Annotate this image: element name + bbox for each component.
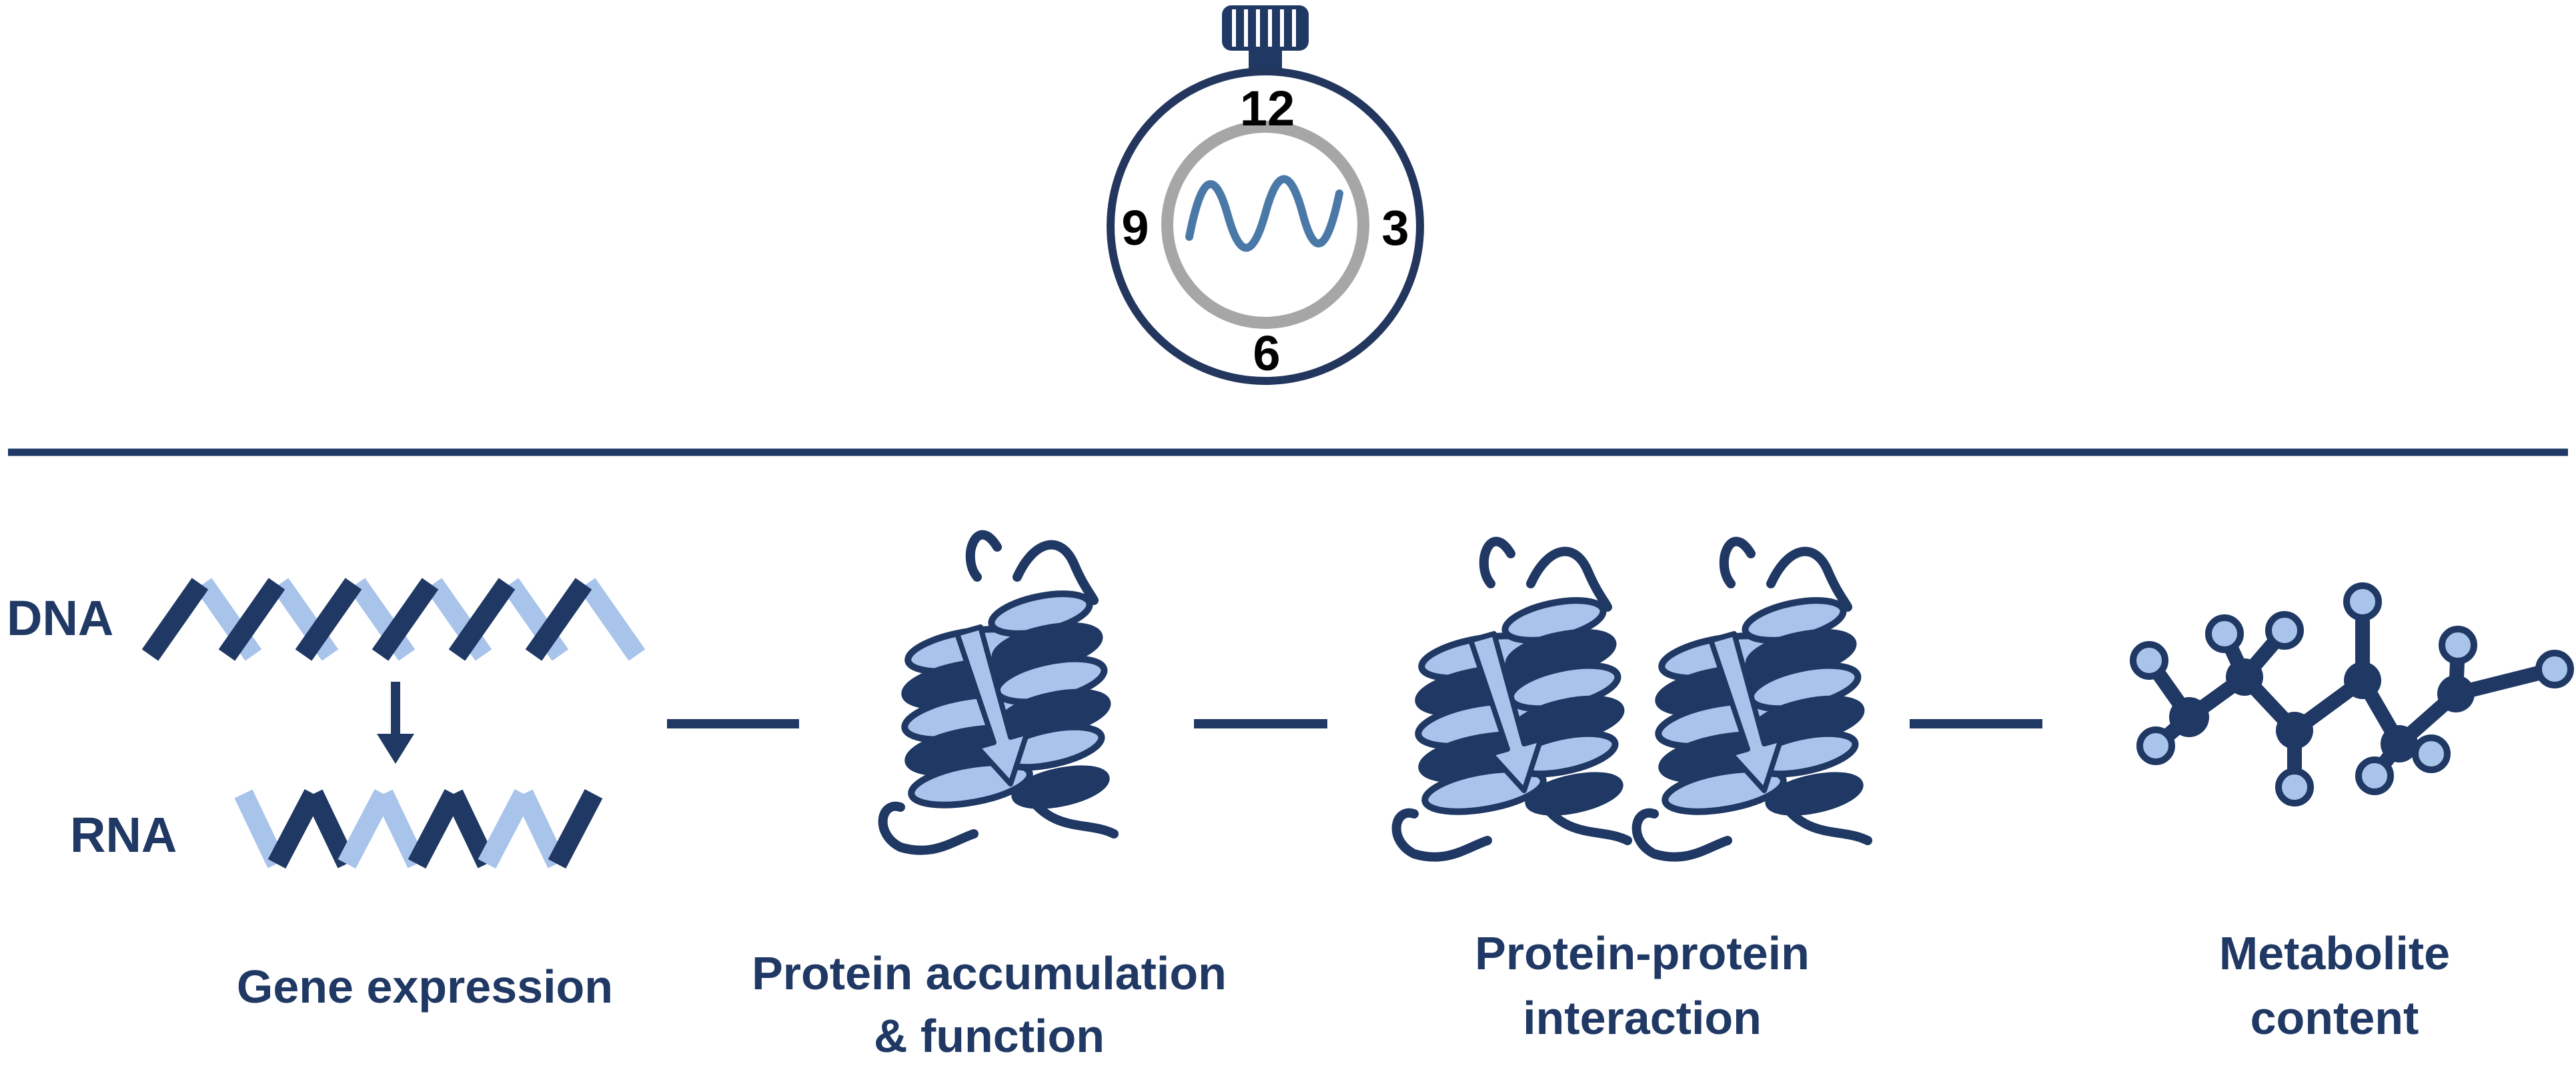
circadian-clock-icon: 12 3 6 9 [1107,5,1424,385]
clock-number-12: 12 [1240,81,1295,136]
caption-metabolite-line2: content [2250,992,2419,1044]
clock-crown-icon [1222,5,1309,51]
caption-protein-accumulation-line1: Protein accumulation [752,947,1227,999]
caption-ppi-line1: Protein-protein [1475,927,1810,979]
protein-accumulation-panel: Protein accumulation & function [752,535,1227,1062]
caption-ppi-line2: interaction [1523,992,1762,1044]
dna-label: DNA [7,590,113,646]
protein-protein-interaction-panel: Protein-protein interaction [1397,542,1868,1044]
clock-inner-ring [1161,121,1369,329]
dna-double-helix-icon [141,578,646,661]
clock-number-9: 9 [1121,200,1149,255]
metabolite-molecule-icon [2130,582,2574,807]
protein-structure-icon [883,535,1114,851]
caption-protein-accumulation-line2: & function [874,1010,1105,1062]
gene-expression-panel: DNA RNA [7,578,646,1013]
transcription-arrow-icon [377,682,414,764]
clock-number-6: 6 [1253,326,1280,381]
rna-label: RNA [70,807,177,863]
metabolite-panel: Metabolite content [2130,582,2574,1044]
caption-gene-expression: Gene expression [237,961,613,1013]
rhythm-wave-icon [1185,175,1343,252]
protein-monomer-right-icon [1637,542,1868,857]
clock-number-3: 3 [1381,200,1409,255]
caption-metabolite-line1: Metabolite [2219,927,2450,979]
rna-strand-icon [234,789,603,869]
protein-monomer-left-icon [1397,542,1628,857]
